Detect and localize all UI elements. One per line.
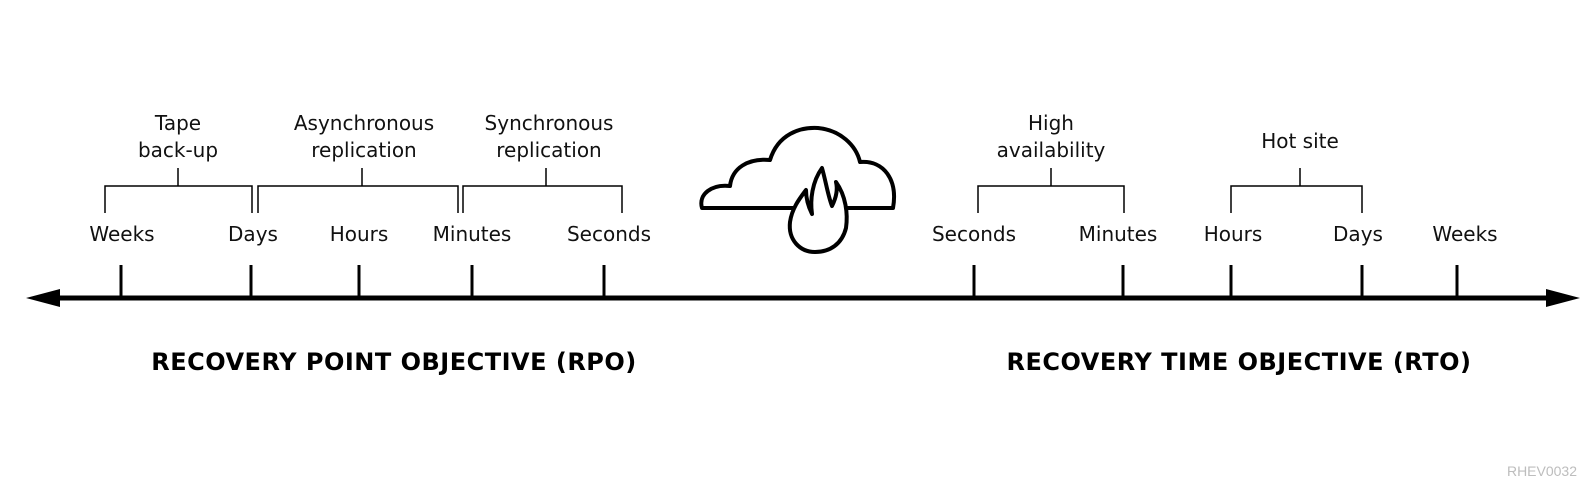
rpo-tick-marks [119, 265, 606, 298]
group-high-availability-line2: availability [997, 138, 1106, 162]
bracket-hot-site [1230, 185, 1363, 213]
bracket-sync-replication [462, 185, 623, 213]
rpo-group-labels: Tape back-up Asynchronous replication Sy… [138, 111, 614, 162]
left-arrowhead [26, 289, 60, 307]
cloud-fire-icon [699, 125, 896, 254]
rpo-tick-labels: Weeks Days Hours Minutes Seconds [89, 222, 651, 246]
rto-label-days: Days [1333, 222, 1383, 246]
cloud-outline [699, 125, 896, 210]
rto-label-weeks: Weeks [1432, 222, 1497, 246]
rto-tick-marks [972, 265, 1459, 298]
rpo-label-minutes: Minutes [433, 222, 512, 246]
rto-label-hours: Hours [1204, 222, 1263, 246]
rpo-label-weeks: Weeks [89, 222, 154, 246]
rto-label-minutes: Minutes [1079, 222, 1158, 246]
bracket-async-replication [257, 185, 459, 213]
right-arrowhead [1546, 289, 1580, 307]
timeline-axis [26, 289, 1580, 307]
group-hot-site-label: Hot site [1261, 129, 1339, 153]
bracket-high-availability [977, 185, 1125, 213]
rto-tick-labels: Seconds Minutes Hours Days Weeks [932, 222, 1498, 246]
rpo-label-hours: Hours [330, 222, 389, 246]
group-sync-replication-line1: Synchronous [485, 111, 614, 135]
rpo-group-brackets [104, 168, 623, 213]
figure-id: RHEV0032 [1507, 463, 1577, 479]
group-tape-backup-line1: Tape [154, 111, 201, 135]
group-async-replication-line1: Asynchronous [294, 111, 434, 135]
fire-outline [787, 166, 849, 254]
rto-group-labels: High availability Hot site [997, 111, 1339, 162]
group-high-availability-line1: High [1028, 111, 1074, 135]
rpo-label-days: Days [228, 222, 278, 246]
rto-title: RECOVERY TIME OBJECTIVE (RTO) [1007, 348, 1472, 376]
rpo-title: RECOVERY POINT OBJECTIVE (RPO) [151, 348, 637, 376]
rto-label-seconds: Seconds [932, 222, 1016, 246]
group-sync-replication-line2: replication [496, 138, 601, 162]
rpo-label-seconds: Seconds [567, 222, 651, 246]
group-tape-backup-line2: back-up [138, 138, 218, 162]
bracket-tape-backup [104, 185, 253, 213]
rto-group-brackets [977, 168, 1363, 213]
group-async-replication-line2: replication [311, 138, 416, 162]
